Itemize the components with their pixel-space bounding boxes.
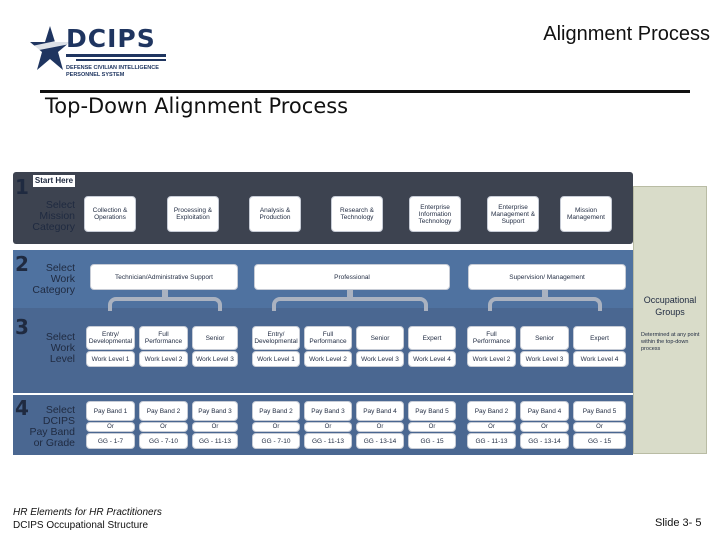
step-label-3: Select Work Level bbox=[45, 331, 75, 365]
work-level-box[interactable]: Work Level 1 bbox=[86, 351, 135, 367]
grade-box[interactable]: GG - 1-7 bbox=[86, 433, 135, 449]
mission-category-box[interactable]: Enterprise Information Technology bbox=[409, 196, 461, 232]
or-label: Or bbox=[408, 422, 456, 432]
connector-stem-supervision bbox=[542, 290, 548, 299]
grade-box[interactable]: GG - 7-10 bbox=[139, 433, 188, 449]
mission-category-box[interactable]: Processing & Exploitation bbox=[167, 196, 219, 232]
work-level-box[interactable]: Work Level 2 bbox=[304, 351, 352, 367]
work-level-title: Entry/ Developmental bbox=[252, 326, 300, 350]
grade-box[interactable]: GG - 13-14 bbox=[520, 433, 569, 449]
work-level-box[interactable]: Work Level 4 bbox=[573, 351, 626, 367]
pay-band-box[interactable]: Pay Band 4 bbox=[356, 401, 404, 421]
grade-box[interactable]: GG - 11-13 bbox=[467, 433, 516, 449]
occupational-groups-note: Determined at any point within the top-d… bbox=[641, 332, 700, 352]
occupational-groups-title: Occupational Groups bbox=[643, 295, 697, 317]
work-level-box[interactable]: Work Level 3 bbox=[356, 351, 404, 367]
step-label-2: Select Work Category bbox=[32, 262, 75, 296]
grade-box[interactable]: GG - 7-10 bbox=[252, 433, 300, 449]
work-category-box[interactable]: Professional bbox=[254, 264, 450, 290]
work-level-box[interactable]: Work Level 3 bbox=[520, 351, 569, 367]
row-band-work-level bbox=[13, 308, 633, 393]
or-label: Or bbox=[304, 422, 352, 432]
connector-stem-tech bbox=[162, 290, 168, 299]
logo-subtitle-line1: DEFENSE CIVILIAN INTELLIGENCE bbox=[66, 65, 159, 71]
pay-band-box[interactable]: Pay Band 5 bbox=[573, 401, 626, 421]
pay-band-box[interactable]: Pay Band 3 bbox=[192, 401, 238, 421]
work-level-box[interactable]: Work Level 3 bbox=[192, 351, 238, 367]
dcips-logo: DCIPS DEFENSE CIVILIAN INTELLIGENCE PERS… bbox=[30, 22, 175, 84]
logo-subtitle-line2: PERSONNEL SYSTEM bbox=[66, 72, 125, 78]
work-level-box[interactable]: Work Level 2 bbox=[139, 351, 188, 367]
grade-box[interactable]: GG - 15 bbox=[408, 433, 456, 449]
grade-box[interactable]: GG - 11-13 bbox=[304, 433, 352, 449]
pay-band-box[interactable]: Pay Band 2 bbox=[139, 401, 188, 421]
or-label: Or bbox=[86, 422, 135, 432]
grade-box[interactable]: GG - 11-13 bbox=[192, 433, 238, 449]
work-level-title: Full Performance bbox=[139, 326, 188, 350]
pay-band-box[interactable]: Pay Band 2 bbox=[252, 401, 300, 421]
step-number-4: 4 bbox=[15, 396, 29, 420]
step-label-4: Select DCIPS Pay Band or Grade bbox=[29, 404, 75, 449]
main-heading: Top-Down Alignment Process bbox=[45, 94, 349, 118]
work-level-title: Expert bbox=[408, 326, 456, 350]
work-category-box[interactable]: Supervision/ Management bbox=[468, 264, 626, 290]
pay-band-box[interactable]: Pay Band 3 bbox=[304, 401, 352, 421]
mission-category-box[interactable]: Mission Management bbox=[560, 196, 612, 232]
grade-box[interactable]: GG - 15 bbox=[573, 433, 626, 449]
connector-stem-professional bbox=[347, 290, 353, 299]
mission-category-box[interactable]: Collection & Operations bbox=[84, 196, 136, 232]
mission-category-box[interactable]: Research & Technology bbox=[331, 196, 383, 232]
star-icon bbox=[30, 26, 70, 70]
connector-tech bbox=[108, 297, 222, 311]
work-level-box[interactable]: Work Level 4 bbox=[408, 351, 456, 367]
pay-band-box[interactable]: Pay Band 2 bbox=[467, 401, 516, 421]
step-label-1: Select Mission Category bbox=[32, 199, 75, 233]
footer-course-title: HR Elements for HR Practitioners bbox=[13, 507, 162, 518]
start-here-label: Start Here bbox=[33, 175, 75, 187]
work-level-title: Full Performance bbox=[304, 326, 352, 350]
or-label: Or bbox=[467, 422, 516, 432]
or-label: Or bbox=[520, 422, 569, 432]
or-label: Or bbox=[573, 422, 626, 432]
work-level-title: Expert bbox=[573, 326, 626, 350]
work-level-title: Senior bbox=[192, 326, 238, 350]
work-category-box[interactable]: Technician/Administrative Support bbox=[90, 264, 238, 290]
work-level-title: Senior bbox=[356, 326, 404, 350]
pay-band-box[interactable]: Pay Band 1 bbox=[86, 401, 135, 421]
step-number-2: 2 bbox=[15, 252, 29, 276]
logo-stripes-icon bbox=[66, 54, 166, 61]
or-label: Or bbox=[192, 422, 238, 432]
step-number-3: 3 bbox=[15, 315, 29, 339]
work-level-box[interactable]: Work Level 1 bbox=[252, 351, 300, 367]
connector-professional bbox=[272, 297, 428, 311]
title-divider bbox=[40, 90, 690, 93]
mission-category-box[interactable]: Analysis & Production bbox=[249, 196, 301, 232]
work-level-title: Senior bbox=[520, 326, 569, 350]
grade-box[interactable]: GG - 13-14 bbox=[356, 433, 404, 449]
slide-number: Slide 3- 5 bbox=[655, 517, 702, 529]
slide-title: Alignment Process bbox=[543, 23, 710, 45]
or-label: Or bbox=[139, 422, 188, 432]
or-label: Or bbox=[252, 422, 300, 432]
pay-band-box[interactable]: Pay Band 4 bbox=[520, 401, 569, 421]
step-number-1: 1 bbox=[15, 175, 29, 199]
work-level-box[interactable]: Work Level 2 bbox=[467, 351, 516, 367]
logo-wordmark: DCIPS bbox=[66, 24, 156, 53]
work-level-title: Entry/ Developmental bbox=[86, 326, 135, 350]
footer-module-title: DCIPS Occupational Structure bbox=[13, 520, 149, 531]
occupational-groups-panel bbox=[633, 186, 707, 454]
pay-band-box[interactable]: Pay Band 5 bbox=[408, 401, 456, 421]
or-label: Or bbox=[356, 422, 404, 432]
work-level-title: Full Performance bbox=[467, 326, 516, 350]
connector-supervision bbox=[488, 297, 602, 311]
mission-category-box[interactable]: Enterprise Management & Support bbox=[487, 196, 539, 232]
